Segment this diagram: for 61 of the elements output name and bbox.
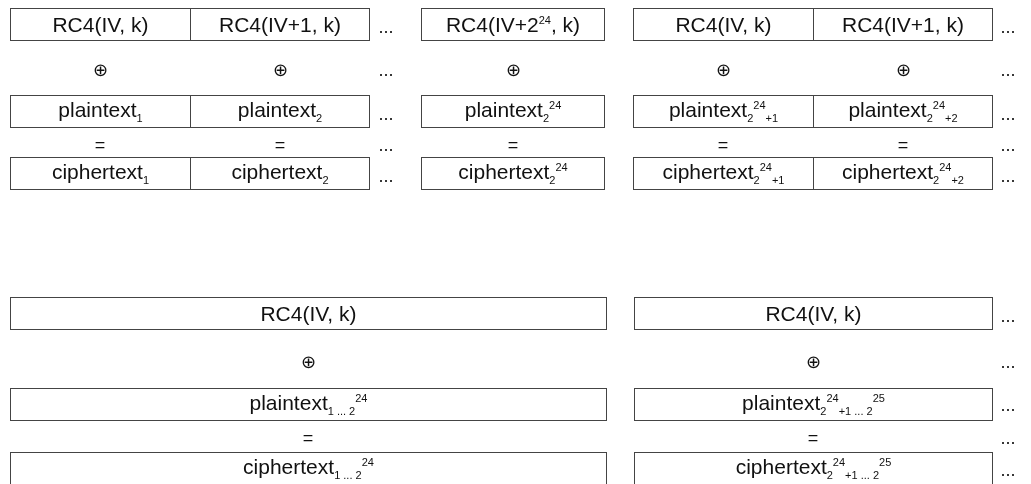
operator-symbol: =: [807, 429, 819, 447]
table-cell: [633, 8, 814, 41]
table-cell: [10, 95, 191, 128]
ellipsis: ...: [1000, 18, 1016, 36]
table-cell: [190, 8, 370, 41]
operator-symbol: ⊕: [92, 61, 108, 79]
ellipsis: ...: [1000, 61, 1016, 79]
ellipsis: ...: [378, 105, 394, 123]
operator-symbol: ⊕: [300, 353, 316, 371]
ellipsis: ...: [1000, 396, 1016, 414]
table-cell: [10, 388, 607, 421]
operator-symbol: ⊕: [505, 61, 521, 79]
table-cell: [190, 95, 370, 128]
operator-symbol: =: [94, 136, 106, 154]
ellipsis: ...: [378, 18, 394, 36]
operator-symbol: =: [507, 136, 519, 154]
table-cell: [633, 95, 814, 128]
ellipsis: ...: [1000, 461, 1016, 479]
cell-text: RC4(IV+2$^{24}$, k): [445, 12, 581, 37]
cell-text: ciphertext$_{1}$: [51, 160, 150, 187]
table-cell: [421, 157, 605, 190]
table-cell: [10, 8, 191, 41]
ellipsis: ...: [1000, 136, 1016, 154]
ellipsis: ...: [378, 61, 394, 79]
ellipsis: ...: [378, 136, 394, 154]
table-cell: [10, 297, 607, 330]
cell-text: RC4(IV, k): [765, 301, 862, 326]
operator-symbol: =: [274, 136, 286, 154]
ellipsis: ...: [1000, 167, 1016, 185]
table-cell: [421, 95, 605, 128]
cell-text: RC4(IV, k): [52, 12, 149, 37]
ellipsis: ...: [1000, 429, 1016, 447]
operator-symbol: =: [897, 136, 909, 154]
ellipsis: ...: [1000, 105, 1016, 123]
operator-symbol: ⊕: [895, 61, 911, 79]
table-cell: [813, 157, 993, 190]
table-cell: [10, 452, 607, 484]
ellipsis: ...: [1000, 307, 1016, 325]
cell-text: plaintext$_{2}$: [237, 98, 323, 125]
table-cell: [633, 157, 814, 190]
ellipsis: ...: [378, 167, 394, 185]
table-cell: [634, 297, 993, 330]
operator-symbol: ⊕: [272, 61, 288, 79]
table-cell: [190, 157, 370, 190]
table-cell: [421, 8, 605, 41]
operator-symbol: =: [302, 429, 314, 447]
cell-text: RC4(IV, k): [260, 301, 357, 326]
table-cell: [10, 157, 191, 190]
cell-text: RC4(IV+1, k): [219, 12, 341, 37]
ellipsis: ...: [1000, 353, 1016, 371]
operator-symbol: ⊕: [715, 61, 731, 79]
table-cell: [813, 95, 993, 128]
operator-symbol: ⊕: [805, 353, 821, 371]
operator-symbol: =: [717, 136, 729, 154]
cell-text: ciphertext$_{2}$: [231, 160, 329, 187]
cell-text: RC4(IV, k): [675, 12, 772, 37]
cell-text: plaintext$_{1}$: [58, 98, 143, 125]
table-cell: [634, 452, 993, 484]
table-cell: [634, 388, 993, 421]
cell-text: RC4(IV+1, k): [842, 12, 964, 37]
table-cell: [813, 8, 993, 41]
